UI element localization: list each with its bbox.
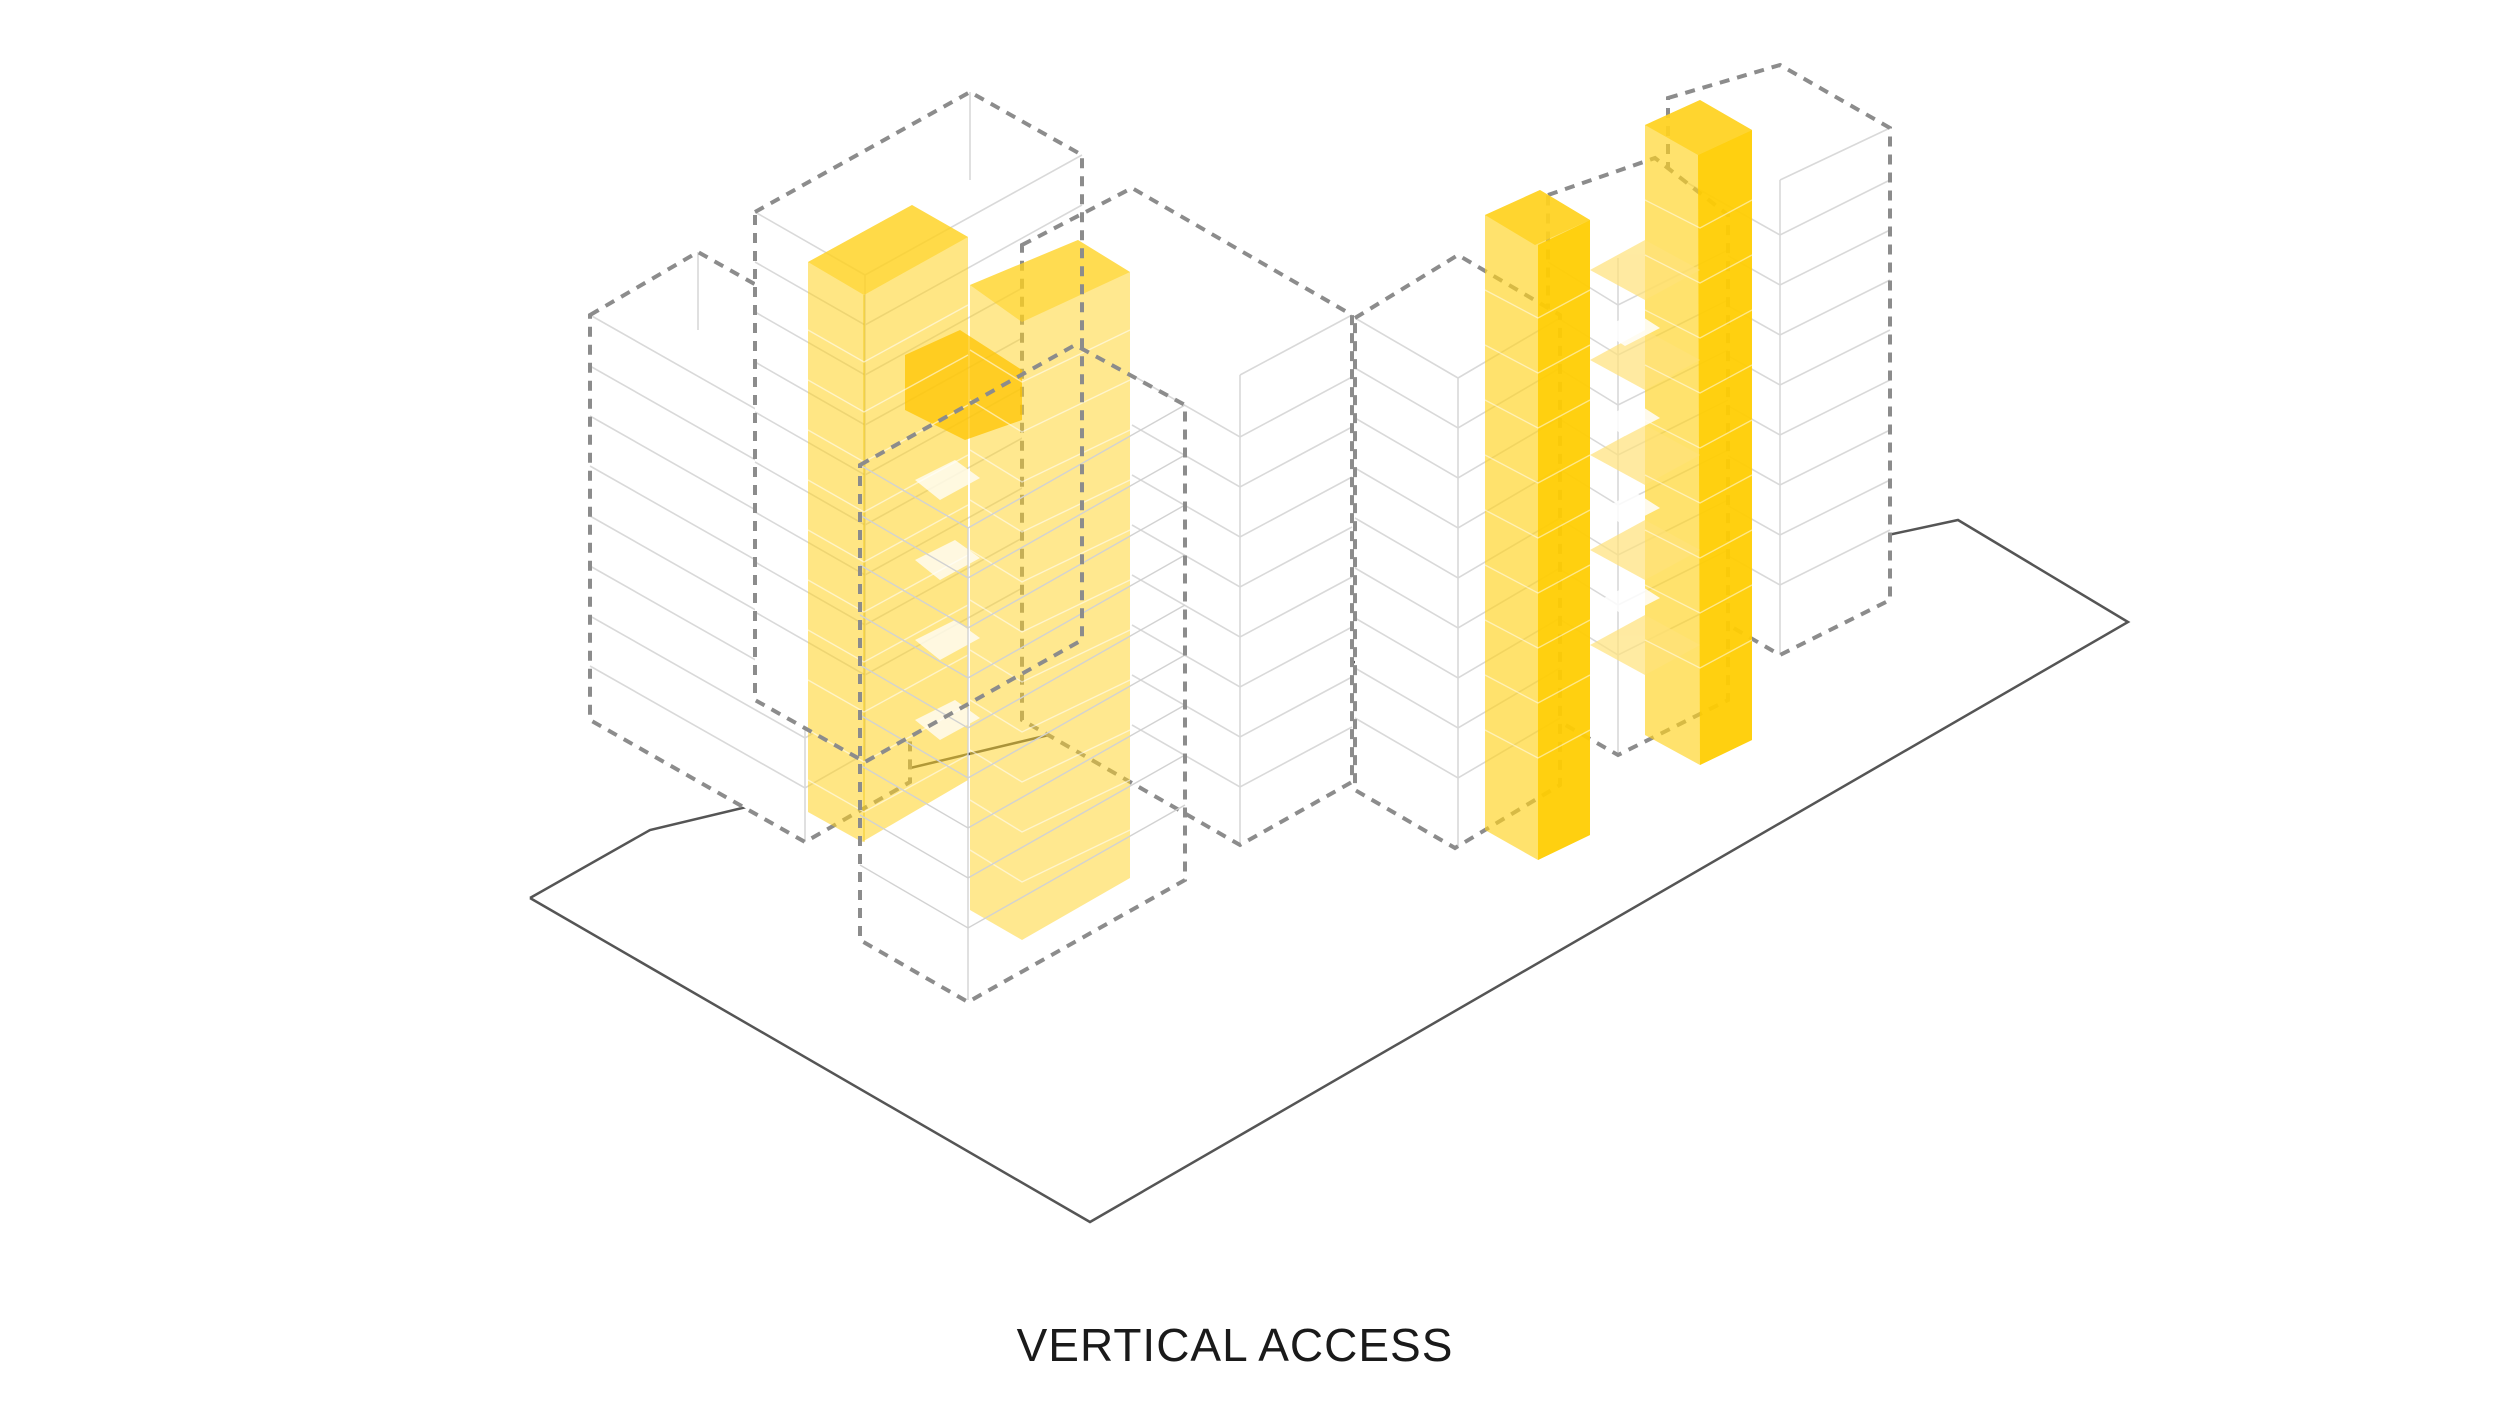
left-cluster-access-cores: [807, 205, 1131, 940]
right-cluster-access-cores: [1484, 100, 1753, 860]
site-outline: [529, 518, 2131, 1224]
left-cluster-tower-south: [858, 342, 1187, 1005]
diagram-caption: VERTICAL ACCESS: [1016, 1319, 1454, 1371]
